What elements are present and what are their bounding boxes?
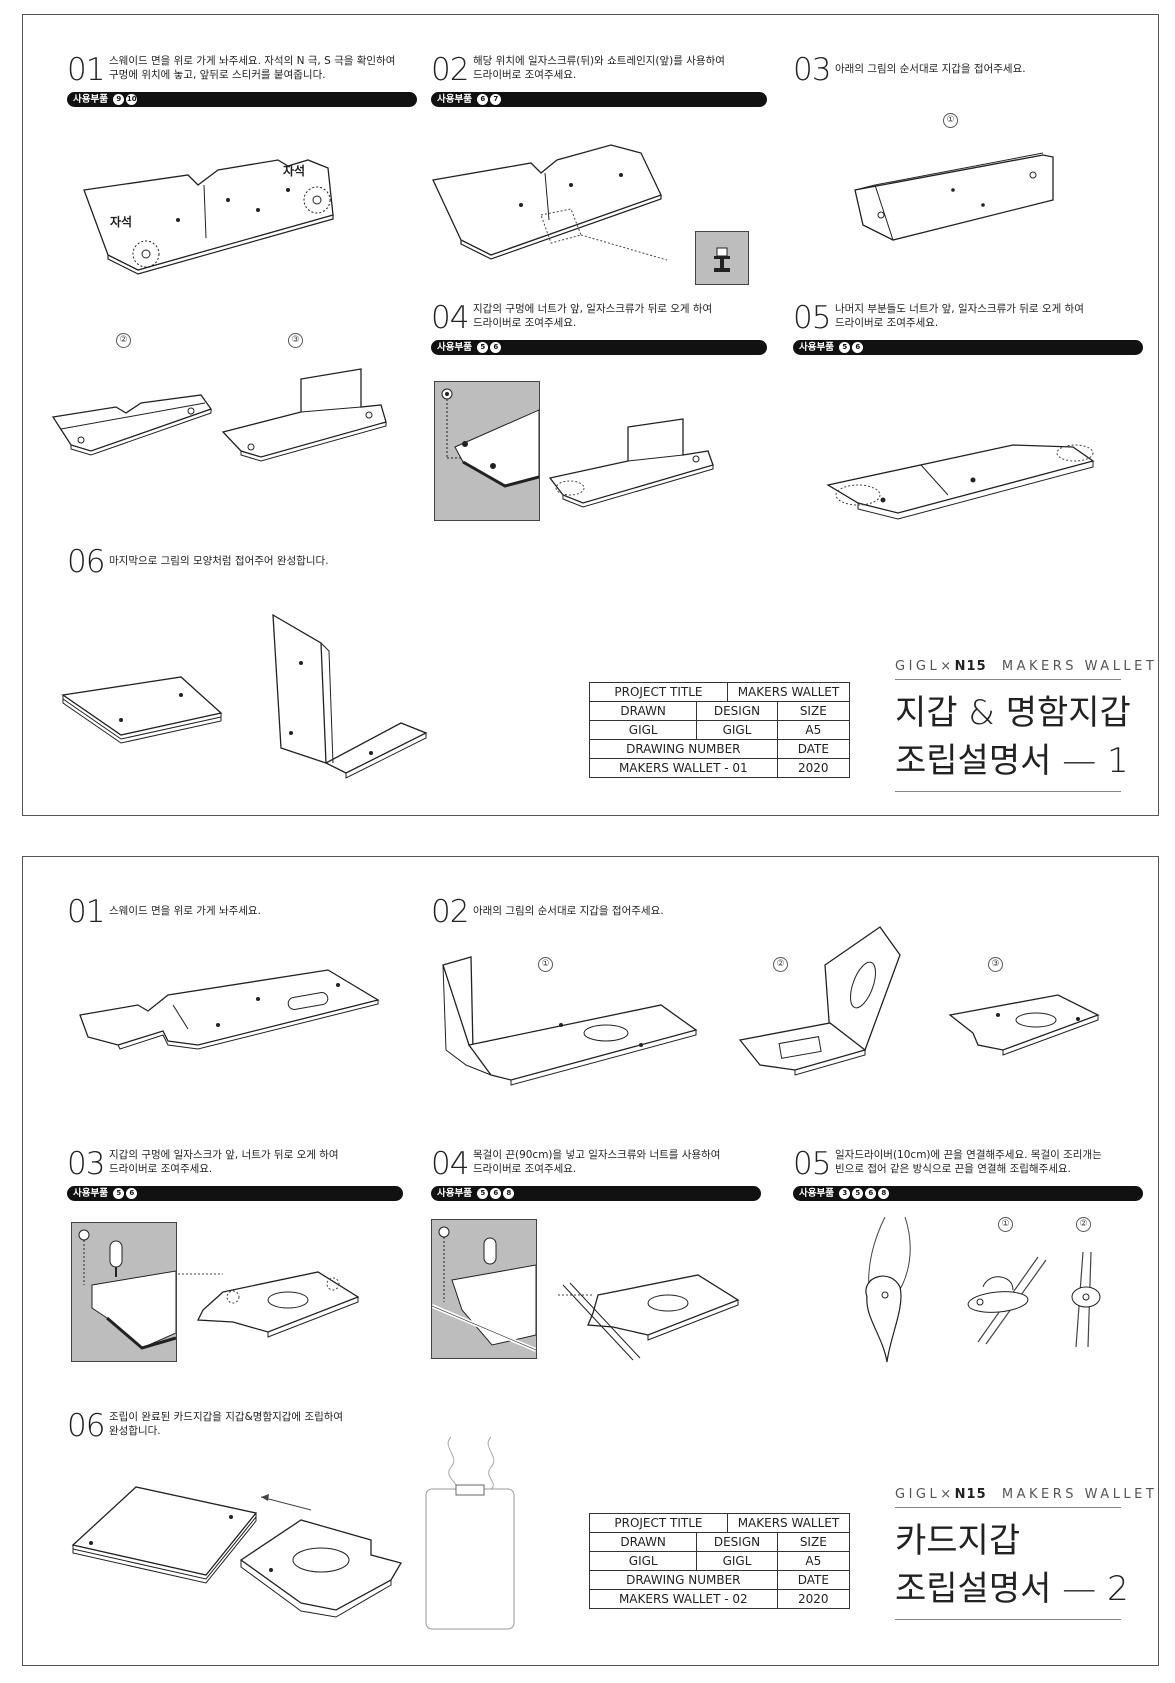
step-number: 04 — [431, 300, 469, 336]
brand-logo: GIGL×N15 MAKERS WALLET — [895, 1487, 1158, 1502]
screwdriver-pendant-drawing — [865, 1216, 911, 1363]
step-number: 04 — [431, 1146, 469, 1182]
divider — [895, 1507, 1121, 1508]
magnet-label: 자석 — [283, 164, 306, 178]
nut-detail-inset — [434, 381, 540, 521]
step-number: 01 — [67, 52, 105, 88]
step-number: 06 — [67, 544, 105, 580]
magnet-label: 자석 — [110, 215, 133, 229]
sheet-title-line2: 조립설명서 — 1 — [895, 741, 1129, 781]
part-badge: 9 — [113, 94, 125, 105]
fold-step-number: ② — [773, 957, 788, 972]
step-number: 02 — [431, 52, 469, 88]
fold-step-number: ② — [116, 333, 131, 348]
step-description: 조립이 완료된 카드지갑을 지갑&명함지갑에 조립하여 완성합니다. — [109, 1411, 344, 1437]
step-description: 지갑의 구멍에 일자스크가 앞, 너트가 뒤로 오게 하여 드라이버로 조여주세… — [109, 1149, 339, 1175]
step-description: 마지막으로 그림의 모양처럼 접어주어 완성합니다. — [109, 555, 329, 567]
card-wallet-cord-drawing — [558, 1274, 740, 1361]
part-badge: 5 — [852, 1188, 864, 1199]
part-badge: 6 — [490, 1188, 502, 1199]
wallet-fold-1-drawing — [854, 152, 1054, 241]
sheet-title-line1: 카드지갑 — [895, 1521, 1021, 1561]
screw-detail-inset — [695, 231, 749, 285]
step-description: 아래의 그림의 순서대로 지갑을 접어주세요. — [835, 63, 1026, 75]
part-badge: 5 — [839, 342, 851, 353]
step-description: 지갑의 구멍에 너트가 앞, 일자스크류가 뒤로 오게 하여 드라이버로 조여주… — [473, 303, 713, 329]
step-number: 05 — [793, 300, 831, 336]
fold-step-number: ① — [943, 113, 958, 128]
card-wallet-fold-1-drawing — [442, 956, 698, 1086]
part-badge: 6 — [852, 342, 864, 353]
divider — [895, 1619, 1121, 1620]
wallet-final-standing-drawing — [272, 613, 428, 779]
step-description: 해당 위치에 일자스크류(뒤)와 쇼트레인지(앞)를 사용하여 드라이버로 조여… — [473, 55, 725, 81]
part-badge: 10 — [126, 94, 138, 105]
divider — [895, 791, 1121, 792]
wallet-closed-drawing — [826, 444, 1095, 520]
step-number: 03 — [793, 52, 831, 88]
cord-clip-2-drawing — [1071, 1251, 1101, 1348]
card-wallet-flat-drawing — [79, 969, 380, 1050]
step-description: 목걸이 끈(90cm)을 넣고 일자스크류와 너트를 사용하여 드라이버로 조여… — [473, 1149, 721, 1175]
fold-step-number: ③ — [288, 333, 303, 348]
step-description: 나머지 부분들도 너트가 앞, 일자스크류가 뒤로 오게 하여 드라이버로 조여… — [835, 303, 1084, 329]
step-number: 03 — [67, 1146, 105, 1182]
step-description: 아래의 그림의 순서대로 지갑을 접어주세요. — [473, 905, 664, 917]
fold-step-number: ① — [538, 957, 553, 972]
sheet-title-line1: 지갑 & 명함지갑 — [895, 693, 1131, 733]
brand-logo: GIGL×N15 MAKERS WALLET — [895, 659, 1158, 674]
part-badge: 5 — [477, 342, 489, 353]
step-description: 스웨이드 면을 위로 가게 놔주세요. 자석의 N 극, S 극을 확인하여 구… — [109, 55, 396, 81]
part-badge: 8 — [878, 1188, 890, 1199]
cord-detail-inset — [431, 1219, 537, 1359]
part-badge: 7 — [490, 94, 502, 105]
card-wallet-fold-3-drawing — [948, 994, 1100, 1056]
part-badge: 6 — [865, 1188, 877, 1199]
card-wallet-with-cord-drawing — [425, 1436, 515, 1630]
step-number: 02 — [431, 894, 469, 930]
instruction-sheet-1: 01 스웨이드 면을 위로 가게 놔주세요. 자석의 N 극, S 극을 확인하… — [22, 14, 1159, 816]
step-number: 01 — [67, 894, 105, 930]
cord-clip-1-drawing — [967, 1256, 1047, 1345]
step-description: 일자드라이버(10cm)에 끈을 연결해주세요. 목걸이 조리개는 빈으로 접어… — [835, 1149, 1102, 1175]
wallet-flat-drawing — [83, 159, 334, 275]
step-number: 05 — [793, 1146, 831, 1182]
wallet-fold-2-drawing — [51, 394, 213, 456]
final-assembly-drawing — [71, 1486, 402, 1618]
wallet-final-folded-drawing — [61, 676, 223, 744]
wallet-fold-3-drawing — [221, 368, 387, 462]
part-badge: 8 — [503, 1188, 515, 1199]
fold-step-number: ① — [998, 1217, 1013, 1232]
part-badge: 3 — [839, 1188, 851, 1199]
fold-step-number: ② — [1076, 1217, 1091, 1232]
card-wallet-fold-2-drawing — [738, 926, 901, 1076]
fold-step-number: ③ — [988, 957, 1003, 972]
sheet-title-line2: 조립설명서 — 2 — [895, 1569, 1129, 1609]
part-badge: 5 — [113, 1188, 125, 1199]
instruction-sheet-2: 01 스웨이드 면을 위로 가게 놔주세요. 02 아래의 그림의 순서대로 지… — [22, 856, 1159, 1666]
step-number: 06 — [67, 1408, 105, 1444]
screwdriver-detail-inset — [71, 1222, 177, 1362]
divider — [895, 679, 1121, 680]
part-badge: 6 — [477, 94, 489, 105]
part-badge: 6 — [126, 1188, 138, 1199]
wallet-flat-drawing — [432, 144, 668, 261]
part-badge: 6 — [490, 342, 502, 353]
wallet-assembly-drawing — [548, 418, 714, 508]
part-badge: 5 — [477, 1188, 489, 1199]
step-description: 스웨이드 면을 위로 가게 놔주세요. — [109, 905, 261, 917]
card-wallet-assembly-drawing — [178, 1271, 360, 1338]
